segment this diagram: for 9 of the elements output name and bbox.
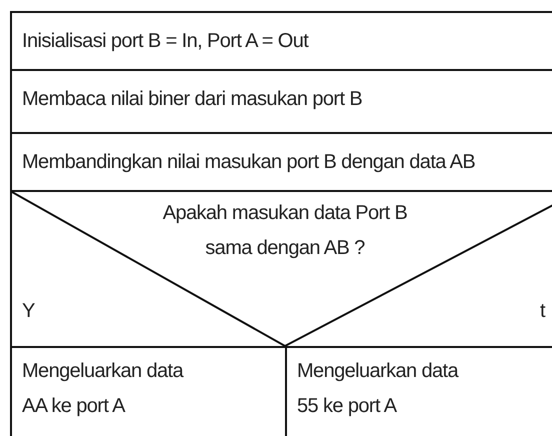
step-text: Mengeluarkan data AA ke port A [22,359,185,419]
branch-label: Y [22,299,35,324]
step-text: Inisialisasi port B = In, Port A = Out [22,29,308,54]
step-text: Membaca nilai biner dari masukan port B [22,87,362,112]
process-box [10,11,552,71]
branch-label: t [540,299,545,324]
step-text: Mengeluarkan data 55 ke port A [297,359,460,419]
step-text: Membandingkan nilai masukan port B dengan data AB [22,150,476,175]
condition-text: Apakah masukan data Port B sama dengan AB ? [162,201,408,261]
